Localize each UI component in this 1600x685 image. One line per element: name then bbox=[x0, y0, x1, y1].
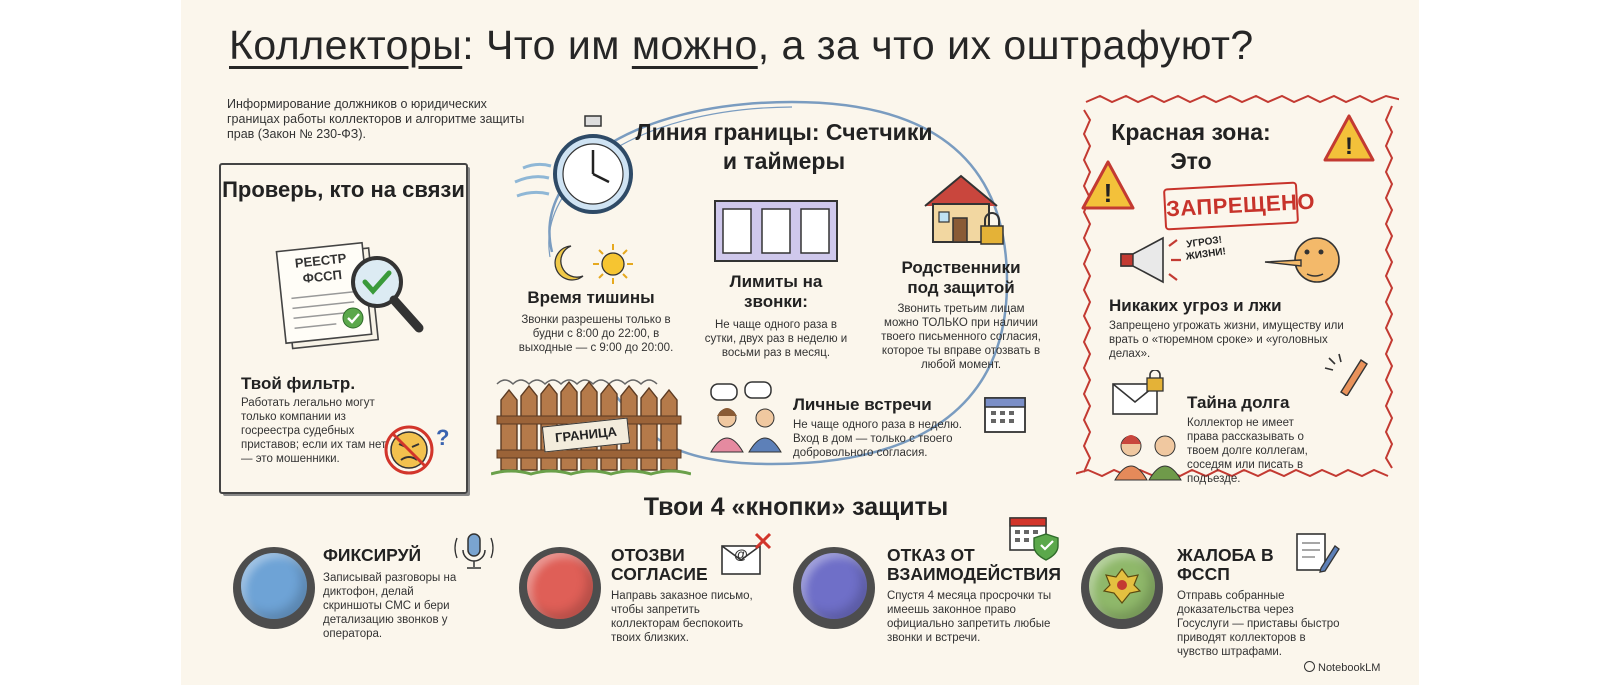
title-part: : Что им bbox=[462, 22, 632, 68]
buttons-section-title: Твои 4 «кнопки» защиты bbox=[643, 493, 949, 521]
revoke-button-face bbox=[527, 553, 593, 619]
revoke-text: Направь заказное письмо, чтобы запретить… bbox=[611, 590, 753, 644]
people-chat-icon bbox=[710, 381, 782, 453]
notebooklm-logo-icon bbox=[1304, 661, 1315, 672]
limits-title: Лимиты на звонки: bbox=[729, 272, 823, 311]
fssp-text: Отправь собранные доказательства через Г… bbox=[1177, 590, 1340, 658]
fssp-complaint-button[interactable] bbox=[1081, 547, 1163, 629]
check-title: Проверь, кто на связи bbox=[222, 177, 465, 202]
moon-icon bbox=[554, 244, 633, 284]
doc-label-1: РЕЕСТР bbox=[294, 250, 347, 270]
limits-text: Не чаще одного раза в сутки, двух раз в … bbox=[704, 319, 848, 359]
warning-icon-2: ! bbox=[1323, 114, 1375, 162]
forbidden-stamp: ЗАПРЕЩЕНО bbox=[1162, 181, 1316, 231]
calendar-icon bbox=[984, 397, 1026, 433]
boundary-title: Линия границы: Счетчики и таймеры bbox=[635, 119, 933, 174]
calendar-shield-icon bbox=[1009, 517, 1059, 561]
secret-title: Тайна долга bbox=[1187, 393, 1290, 412]
svg-text:!: ! bbox=[1104, 178, 1113, 208]
envelope-cancel-icon: @ bbox=[721, 532, 772, 575]
microphone-icon bbox=[454, 533, 494, 569]
stopwatch-icon bbox=[514, 115, 633, 214]
red-zone-title: Красная зона: Это bbox=[1111, 119, 1271, 174]
svg-text:?: ? bbox=[436, 425, 449, 450]
gossip-people-icon bbox=[1114, 435, 1182, 481]
svg-text:!: ! bbox=[1345, 133, 1353, 160]
refuse-interaction-button[interactable] bbox=[793, 547, 875, 629]
threats-title: Никаких угроз и лжи bbox=[1109, 296, 1282, 315]
meetings-title: Личные встречи bbox=[793, 395, 932, 414]
liar-face-icon bbox=[1264, 237, 1340, 283]
svg-text:@: @ bbox=[734, 546, 748, 562]
secret-text: Коллектор не имеет права рассказывать о … bbox=[1187, 417, 1308, 485]
filter-title: Твой фильтр. bbox=[241, 374, 356, 393]
refuse-button-face bbox=[801, 553, 867, 619]
title-collectors: Коллекторы bbox=[229, 22, 463, 68]
credit-text: NotebookLM bbox=[1318, 662, 1381, 674]
meetings-text: Не чаще одного раза в неделю. Вход в дом… bbox=[793, 419, 962, 459]
relatives-title: Родственники под защитой bbox=[901, 258, 1021, 297]
refuse-text: Спустя 4 месяца просрочки ты имеешь зако… bbox=[887, 590, 1052, 644]
doc-label-2: ФССП bbox=[302, 267, 343, 286]
page-title: Коллекторы: Что им можно, а за что их ош… bbox=[229, 22, 1254, 69]
magnifier-check-icon bbox=[351, 256, 424, 333]
refuse-title: ОТКАЗ ОТ ВЗАИМОДЕЙСТВИЯ bbox=[887, 545, 1061, 584]
megaphone-icon bbox=[1120, 236, 1181, 284]
silence-text: Звонки разрешены только в будни с 8:00 д… bbox=[518, 314, 674, 354]
sun-icon bbox=[593, 244, 633, 284]
revoke-title: ОТОЗВИ СОГЛАСИЕ bbox=[611, 545, 708, 584]
revoke-consent-button[interactable] bbox=[519, 547, 601, 629]
relatives-text: Звонить третьим лицам можно ТОЛЬКО при н… bbox=[881, 303, 1041, 371]
silence-title: Время тишины bbox=[527, 288, 655, 307]
document-pen-icon bbox=[1296, 533, 1340, 573]
title-part-end: , а за что их оштрафуют? bbox=[757, 22, 1254, 68]
fssp-emblem-icon bbox=[1102, 568, 1142, 604]
fix-button[interactable] bbox=[233, 547, 315, 629]
fix-text: Записывай разговоры на диктофон, делай с… bbox=[323, 572, 457, 640]
envelope-lock-icon bbox=[1112, 370, 1164, 415]
filter-text: Работать легально могут только компании … bbox=[241, 397, 387, 465]
fix-title: ФИКСИРУЙ bbox=[323, 545, 422, 565]
threats-text: Запрещено угрожать жизни, имуществу или … bbox=[1109, 320, 1344, 360]
red-zone-frame bbox=[1076, 94, 1399, 478]
fence-icon bbox=[491, 379, 691, 476]
house-lock-icon bbox=[924, 174, 1004, 245]
fix-button-face bbox=[241, 553, 307, 619]
intro-text: Информирование должников о юридических г… bbox=[227, 97, 525, 141]
infographic: Коллекторы: Что им можно, а за что их ош… bbox=[181, 0, 1419, 685]
fssp-title: ЖАЛОБА В ФССП bbox=[1177, 545, 1274, 584]
notebooklm-credit: NotebookLM bbox=[1304, 661, 1380, 674]
broken-pencil-icon bbox=[1324, 353, 1368, 396]
warning-icon: ! bbox=[1081, 160, 1135, 210]
calendar-counter-icon bbox=[714, 200, 838, 262]
check-box bbox=[219, 163, 468, 494]
angry-face-icon: ? bbox=[384, 425, 449, 475]
title-allowed: можно bbox=[631, 22, 758, 68]
registry-document-icon: РЕЕСТР ФССП bbox=[275, 241, 424, 350]
